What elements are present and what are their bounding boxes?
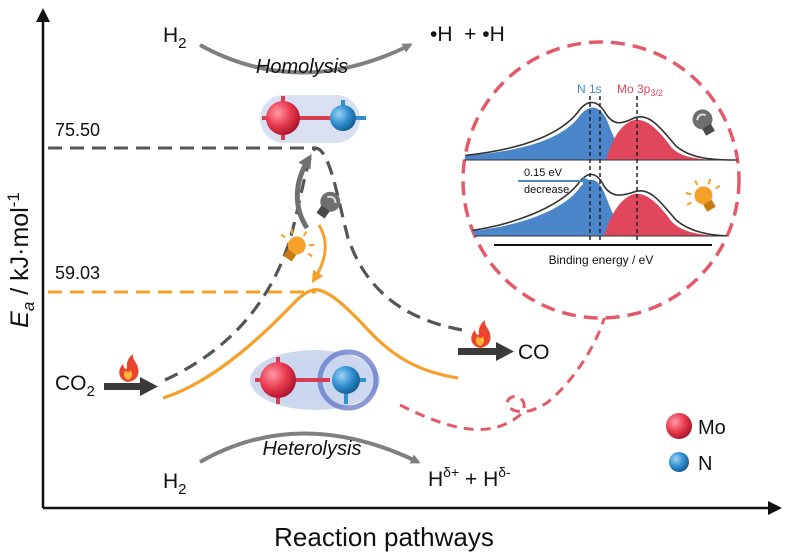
legend: Mo N [666, 413, 726, 475]
lightbulb-dark-icon [316, 191, 341, 219]
xps-bottom-fit [463, 173, 736, 237]
lightbulb-light-icon [685, 178, 721, 212]
lightbulb-dark-icon [692, 109, 715, 136]
heterolysis-products: Hδ+ + Hδ- [428, 464, 511, 491]
xps-inset: N 1s Mo 3p3/2 0.15 eV decrease Binding e… [461, 40, 741, 320]
legend-n-label: N [698, 453, 712, 475]
dark-pathway-arrow [294, 153, 312, 230]
heterolysis-label: Heterolysis [263, 438, 362, 460]
legend-mo-swatch [666, 413, 692, 439]
xps-shift-value: 0.15 eV [524, 167, 563, 179]
xps-top-fit [463, 101, 736, 161]
flame-icon [471, 320, 491, 348]
xps-top-n-peak [463, 107, 630, 160]
flame-icon [119, 354, 139, 382]
xps-connector [399, 308, 607, 431]
y-axis-label: Ea / kJ·mol-1 [4, 192, 38, 328]
heterolysis-arrow [199, 431, 421, 464]
homolysis-arrow [199, 43, 413, 75]
product-arrow [458, 342, 514, 361]
product-co: CO [518, 341, 550, 364]
xps-bottom-n-peak [463, 179, 628, 236]
dark-pathway-curve [164, 146, 463, 382]
x-axis-label: Reaction pathways [274, 522, 494, 552]
light-pathway-arrow [311, 224, 327, 284]
reactant-co2: CO2 [55, 372, 95, 400]
legend-n-swatch [669, 452, 689, 472]
light-pathway-curve [162, 288, 459, 400]
homolysis-reactant: H2 [163, 24, 187, 52]
level-value-light: 59.03 [55, 263, 100, 283]
xps-peak-mo3p: Mo 3p3/2 [617, 82, 663, 98]
xps-top-mo-peak [606, 119, 730, 160]
molecule-mo-n-bottom [250, 349, 380, 411]
molecule-mo-n-top [260, 95, 366, 143]
xps-bottom-mo-peak [604, 193, 730, 236]
level-value-dark: 75.50 [55, 120, 100, 140]
lightbulb-light-icon [280, 228, 315, 262]
xps-shift-word: decrease [524, 184, 569, 196]
xps-peak-n1s: N 1s [577, 82, 602, 96]
heterolysis-reactant: H2 [163, 470, 187, 498]
homolysis-products: •H + •H [430, 23, 505, 46]
reactant-arrow [104, 377, 158, 396]
legend-mo-label: Mo [698, 417, 726, 439]
xps-xlabel: Binding energy / eV [549, 253, 654, 267]
homolysis-label: Homolysis [256, 56, 348, 78]
